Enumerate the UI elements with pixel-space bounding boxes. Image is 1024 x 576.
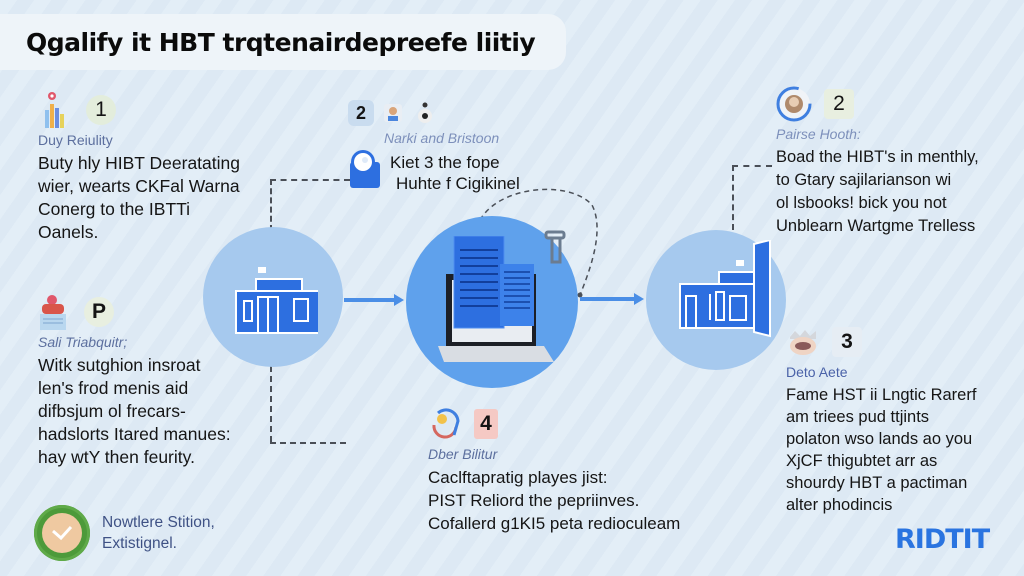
verified-badge: Nowtlere Stition, Extistignel.	[34, 505, 215, 561]
title-banner: Qgalify it HBT trqtenairdepreefe liitiy	[0, 14, 566, 70]
step-subtitle: Deto Aete	[786, 364, 848, 380]
step-subtitle: Narki and Bristoon	[384, 130, 500, 146]
step-subtitle: Dber Bilitur	[428, 446, 498, 462]
step-number: 3	[832, 327, 862, 357]
step-number: 4	[474, 409, 498, 439]
connector-dashed	[270, 442, 346, 444]
step-description: Boad the HIBT's in menthly, to Gtary saj…	[776, 148, 979, 235]
lock-icon	[348, 148, 382, 190]
connector-dashed	[732, 165, 734, 230]
storefront-circle	[203, 227, 343, 367]
people-stack-icon	[38, 292, 72, 332]
printer-icon	[544, 230, 566, 264]
step-description: Witk sutghion insroat len's frod menis a…	[38, 355, 231, 467]
step-subtitle: Duy Reiulity	[38, 132, 113, 148]
step-2-top-block: 2 Narki and Bristoon Kiet 3 the fope Huh…	[348, 98, 548, 194]
step-subtitle: Sali Triabquitr;	[38, 334, 128, 350]
connector-dashed	[270, 179, 350, 181]
connector-dashed	[732, 165, 772, 167]
avatar-ring-icon	[776, 86, 812, 122]
step-number: 2	[824, 89, 854, 119]
step-2-right-block: 2 Pairse Hooth: Boad the HIBT's in menth…	[776, 84, 1024, 238]
step-left-bottom-block: P Sali Triabquitr; Witk sutghion insroat…	[38, 292, 278, 469]
badge-text: Nowtlere Stition, Extistignel.	[102, 514, 215, 552]
speaker-icon	[412, 100, 438, 126]
brand-logo: RIDTIT	[895, 524, 990, 555]
connector-dashed	[270, 179, 272, 231]
page-title: Qgalify it HBT trqtenairdepreefe liitiy	[26, 27, 536, 57]
connector-dashed	[270, 366, 272, 442]
bar-chart-pin-icon	[38, 92, 74, 128]
step-description: Buty hly HIBT Deeratating wier, wearts C…	[38, 153, 240, 242]
flow-arrow	[344, 294, 404, 306]
step-description: Fame HST ii Lngtic Rarerf am triees pud …	[786, 386, 977, 514]
crown-face-icon	[786, 325, 820, 359]
storefront-icon	[235, 267, 318, 334]
building-door-circle	[646, 230, 786, 370]
step-subtitle: Pairse Hooth:	[776, 126, 861, 142]
step-description: Kiet 3 the fope Huhte f Cigikinel	[390, 153, 520, 193]
cycle-sun-icon	[428, 407, 462, 441]
check-seal-icon	[34, 505, 90, 561]
step-number: P	[84, 297, 114, 327]
laptop-document-circle	[406, 216, 578, 388]
laptop-documents-icon	[438, 236, 554, 362]
step-number: 2	[348, 100, 374, 126]
flow-arrow	[580, 293, 644, 305]
profile-card-icon	[380, 100, 406, 126]
step-number: 1	[86, 95, 116, 125]
step-description: Caclftapratig playes jist: PIST Reliord …	[428, 468, 681, 533]
step-3-block: 3 Deto Aete Fame HST ii Lngtic Rarerf am…	[786, 322, 1024, 516]
step-center-bottom-block: 4 Dber Bilitur Caclftapratig playes jist…	[428, 404, 728, 535]
step-1-block: 1 Duy Reiulity Buty hly HIBT Deeratating…	[38, 90, 278, 244]
building-icon	[679, 240, 771, 338]
connector-arc	[479, 188, 598, 298]
